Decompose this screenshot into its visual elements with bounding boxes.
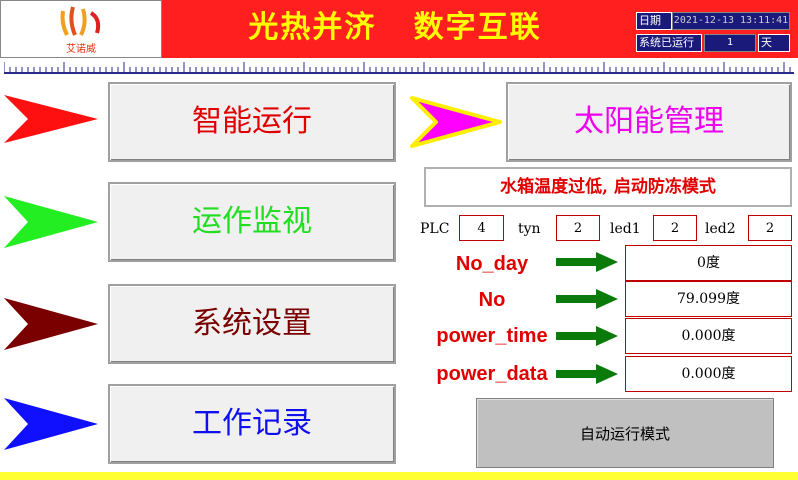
data-arrow-icon	[556, 326, 618, 346]
bottom-bar	[0, 472, 798, 480]
date-label: 日期	[636, 12, 672, 30]
page-title: 光热并济 数字互联	[248, 10, 542, 45]
arrow-blue-icon	[4, 398, 98, 450]
power-data-value: 0.000度	[625, 356, 792, 392]
power-time-value: 0.000度	[625, 318, 792, 354]
logo	[0, 0, 162, 58]
data-arrow-icon	[556, 289, 618, 309]
ruler-line	[4, 72, 794, 74]
led1-label: led1	[610, 221, 641, 237]
no-day-label: No_day	[455, 253, 529, 275]
data-arrow-icon	[556, 364, 618, 384]
power-time-label: power_time	[436, 325, 548, 347]
settings-button[interactable]: 系统设置	[108, 284, 396, 364]
no-label: No	[478, 289, 506, 311]
arrow-magenta-icon	[410, 96, 502, 148]
no-value: 79.099度	[625, 281, 792, 317]
records-button[interactable]: 工作记录	[108, 384, 396, 464]
led2-value: 2	[748, 215, 792, 241]
logo-text: 艾诺威	[66, 44, 96, 55]
run-days-unit: 天	[758, 34, 790, 52]
tyn-label: tyn	[518, 221, 541, 237]
plc-value: 4	[459, 215, 504, 241]
led2-label: led2	[705, 221, 736, 237]
no-day-value: 0度	[625, 245, 792, 281]
alarm-message: 水箱温度过低, 启动防冻模式	[424, 167, 792, 207]
arrow-green-icon	[4, 196, 98, 248]
solar-management-button[interactable]: 太阳能管理	[506, 82, 792, 162]
power-data-label: power_data	[436, 363, 548, 385]
plc-label: PLC	[420, 221, 450, 237]
arrow-maroon-icon	[4, 298, 98, 350]
auto-mode-button[interactable]: 自动运行模式	[476, 398, 774, 468]
led1-value: 2	[653, 215, 697, 241]
logo-icon	[60, 6, 101, 36]
tyn-value: 2	[556, 215, 600, 241]
date-value: 2021-12-13 13:11:41	[672, 12, 790, 30]
run-days-value: 1	[704, 34, 756, 52]
arrow-red-icon	[4, 95, 98, 143]
run-days-label: 系统已运行	[636, 34, 702, 52]
smart-run-button[interactable]: 智能运行	[108, 82, 396, 162]
monitor-button[interactable]: 运作监视	[108, 182, 396, 262]
data-arrow-icon	[556, 252, 618, 272]
